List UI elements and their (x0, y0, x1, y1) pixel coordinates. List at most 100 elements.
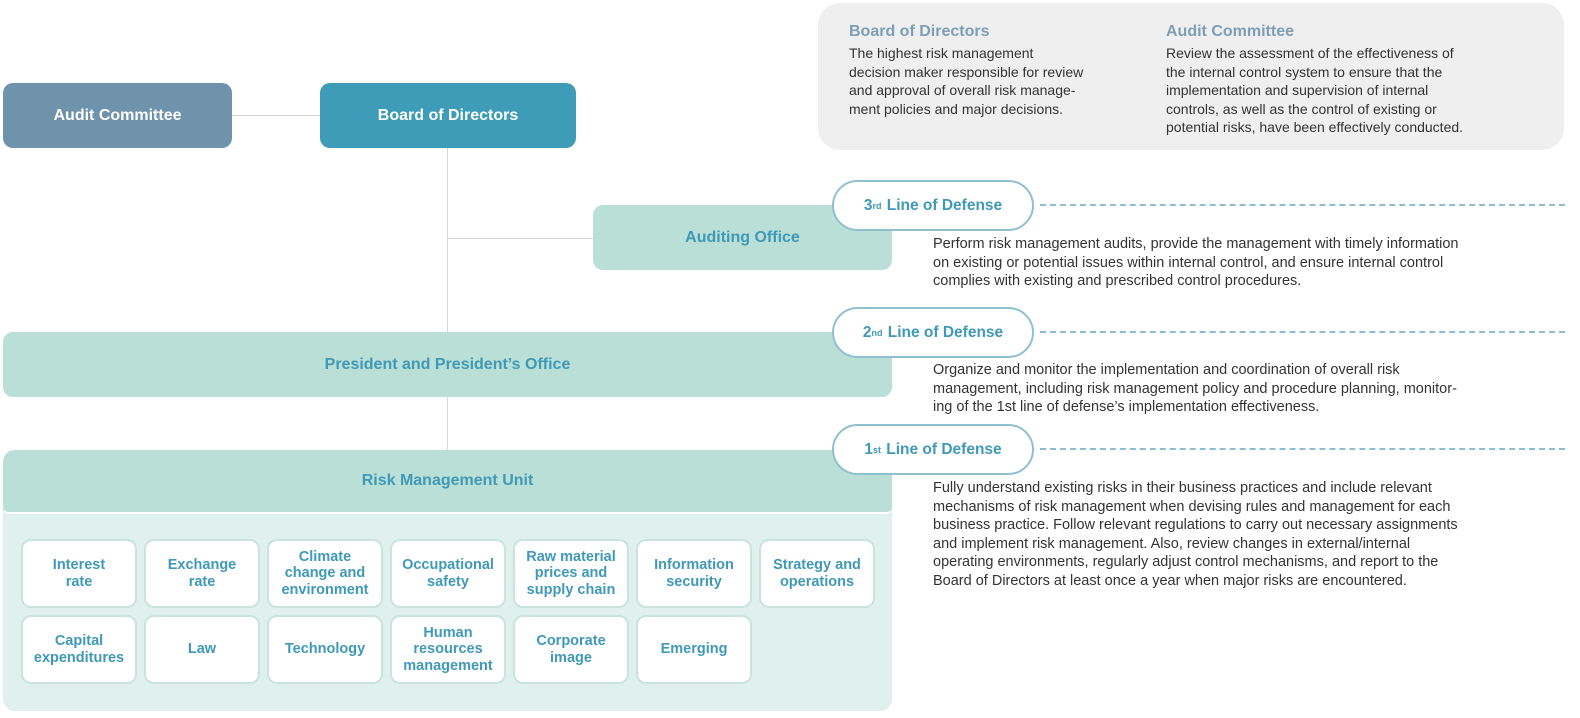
third-defense-text: Perform risk management audits, provide … (933, 235, 1573, 291)
risk-label-line: resources (413, 641, 483, 658)
second-defense-line: management, including risk management po… (933, 380, 1457, 397)
risk-label-line: Occupational (402, 557, 494, 573)
first-defense-line: operating environments, regularly adjust… (933, 554, 1439, 571)
risk-label-line: Raw material (526, 548, 616, 565)
risk-label-line: image (550, 649, 592, 666)
second-defense-line: ing of the 1st line of defense’s impleme… (933, 399, 1320, 416)
risk-label-line: security (666, 573, 722, 590)
risk-technology-tile: Technology (267, 615, 383, 684)
second-defense-label: Line of Defense (883, 323, 1004, 341)
connector-trunk-auditing (447, 238, 594, 239)
risk-label-line: Climate (298, 548, 352, 565)
info-panel: Board of Directors The highest risk mana… (818, 3, 1564, 150)
third-defense-line: complies with existing and prescribed co… (933, 273, 1302, 290)
first-defense-line: Fully understand existing risks in their… (933, 480, 1432, 496)
first-defense-line: business practice. Follow relevant regul… (933, 517, 1458, 534)
board-info-line: decision maker responsible for review (849, 63, 1084, 80)
audit-info: Audit Committee Review the assessment of… (1166, 22, 1556, 137)
risk-management-unit-header: Risk Management Unit (3, 450, 892, 514)
risk-label-line: environment (281, 581, 369, 598)
board-info: Board of Directors The highest risk mana… (849, 22, 1149, 118)
risk-label-line: Exchange (167, 557, 237, 573)
second-defense-num: 2 (862, 323, 872, 341)
first-defense-dash (1040, 448, 1565, 450)
third-defense-line: on existing or potential issues within i… (933, 254, 1444, 271)
third-defense-sup: rd (872, 200, 882, 211)
board-info-line: ment policies and major decisions. (849, 100, 1063, 117)
board-info-title: Board of Directors (849, 23, 990, 40)
first-defense-line: Board of Directors at least once a year … (933, 572, 1407, 589)
audit-committee-label: Audit Committee (53, 106, 182, 124)
risk-label-line: rate (188, 573, 216, 590)
risk-label-line: Emerging (660, 641, 728, 658)
third-defense-line: Perform risk management audits, provide … (933, 236, 1459, 252)
connector-board-trunk (447, 147, 448, 333)
risk-management-unit-label: Risk Management Unit (361, 472, 534, 489)
first-defense-line: and implement risk management. Also, rev… (933, 535, 1411, 552)
first-defense-text: Fully understand existing risks in their… (933, 479, 1573, 591)
risk-label-line: operations (779, 573, 855, 590)
risk-label-line: Interest (52, 557, 106, 573)
audit-info-line: Review the assessment of the effectivene… (1166, 45, 1454, 61)
president-office-box: President and President’s Office (3, 332, 892, 397)
connector-audit-board (231, 115, 321, 116)
second-defense-text: Organize and monitor the implementation … (933, 361, 1573, 417)
risk-label-line: prices and (534, 565, 608, 582)
risk-technology-label: Technology (285, 641, 365, 658)
risk-label-line: Corporate (536, 633, 606, 649)
third-defense-label: Line of Defense (882, 196, 1003, 214)
board-of-directors-box: Board of Directors (320, 83, 576, 148)
risk-label-line: change and (284, 565, 366, 582)
risk-emerging-tile: Emerging (636, 615, 752, 684)
risk-label-line: Technology (284, 641, 366, 658)
risk-label-line: expenditures (33, 649, 125, 666)
risk-label-line: rate (65, 573, 93, 590)
audit-committee-box: Audit Committee (3, 83, 232, 148)
first-defense-line: mechanisms of risk management when devis… (933, 498, 1451, 515)
second-defense-dash (1040, 331, 1565, 333)
risk-law-tile: Law (144, 615, 260, 684)
board-info-line: The highest risk management (849, 45, 1034, 61)
president-office-label: President and President’s Office (324, 355, 571, 373)
first-defense-num: 1 (864, 440, 873, 458)
first-defense-sup: st (872, 444, 881, 455)
risk-label-line: supply chain (526, 581, 616, 598)
risk-emerging-label: Emerging (661, 641, 728, 658)
third-defense-num: 3 (863, 196, 873, 214)
risk-label-line: Capital (54, 633, 104, 649)
connector-president-risk (447, 397, 448, 451)
risk-law-label: Law (188, 641, 216, 658)
audit-info-title: Audit Committee (1166, 23, 1294, 40)
board-info-line: and approval of overall risk manage- (849, 82, 1076, 99)
first-defense-label: Line of Defense (881, 440, 1002, 458)
board-info-text: The highest risk management decision mak… (849, 44, 1149, 118)
risk-label-line: Information (654, 557, 734, 573)
risk-label-line: management (403, 657, 493, 674)
audit-info-line: the internal control system to ensure th… (1166, 63, 1443, 80)
board-of-directors-label: Board of Directors (377, 106, 519, 124)
audit-info-line: potential risks, have been effectively c… (1166, 119, 1464, 136)
risk-label-line: safety (427, 573, 469, 590)
